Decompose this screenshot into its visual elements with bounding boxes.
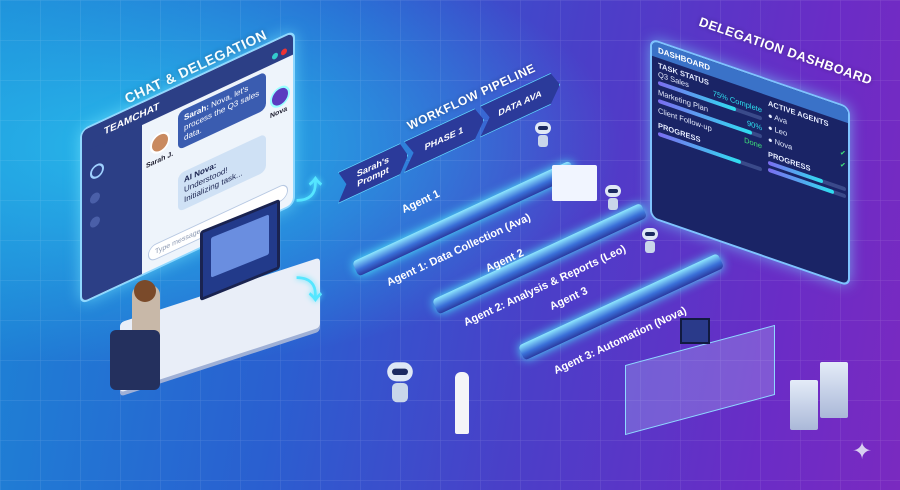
check-icon: ✓: [839, 159, 846, 171]
person-analyst: [455, 372, 469, 434]
person-head: [134, 280, 156, 302]
robot-ava: [535, 122, 551, 148]
office-monitor: [680, 318, 710, 344]
server-rack: [820, 362, 848, 418]
server-rack: [790, 380, 818, 430]
robot-assistant: [387, 362, 413, 404]
flow-arrow-icon: ⤴: [296, 175, 323, 205]
sparkle-icon: ✦: [852, 438, 873, 465]
agent-name: Ava: [774, 112, 787, 127]
contact-icon[interactable]: [90, 214, 100, 230]
agent-name: Leo: [774, 124, 788, 139]
flow-arrow-icon: ⤵: [296, 275, 323, 305]
contact-icon[interactable]: [90, 190, 100, 206]
close-button[interactable]: [281, 47, 287, 57]
robot-leo: [605, 185, 621, 211]
robot-nova: [642, 228, 658, 254]
report-board: [552, 165, 597, 201]
user-name: Sarah J.: [146, 150, 174, 171]
check-icon: ✓: [839, 147, 846, 159]
user-icon[interactable]: [90, 160, 104, 182]
minimize-button[interactable]: [272, 51, 278, 61]
office-chair: [110, 330, 160, 390]
